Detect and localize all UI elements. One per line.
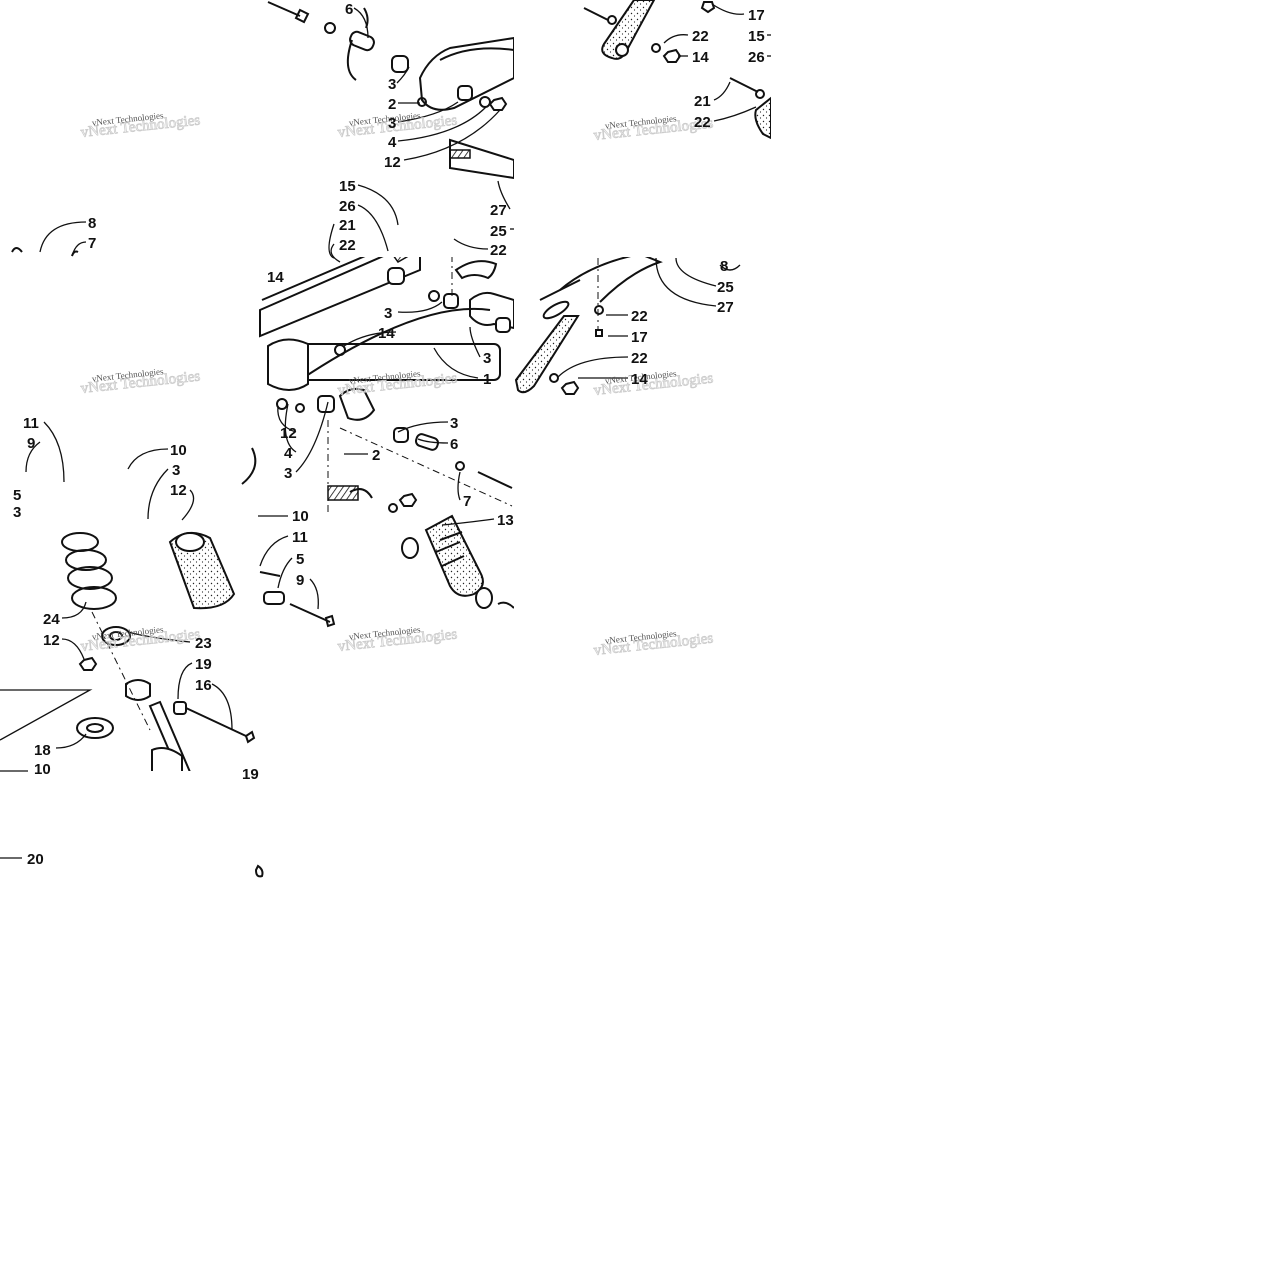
callout-c-1-a: 1 xyxy=(483,371,491,388)
callout-c-19-b: 19 xyxy=(242,766,259,783)
callout-c-8-b: 8 xyxy=(720,258,728,275)
callout-c-4-b: 4 xyxy=(284,445,293,462)
callout-c-2-a: 2 xyxy=(388,96,396,113)
callout-c-3-g: 3 xyxy=(172,462,180,479)
callout-c-10-c: 10 xyxy=(34,761,51,778)
callout-c-9-b: 9 xyxy=(296,572,304,589)
tile-top-right xyxy=(583,0,771,140)
callout-c-22-e: 22 xyxy=(631,308,648,325)
callout-c-12-a: 12 xyxy=(384,154,401,171)
leader-lines xyxy=(0,3,771,859)
tile-middle-center xyxy=(259,257,514,513)
callout-c-26-b: 26 xyxy=(339,198,356,215)
callout-c-3-h: 3 xyxy=(13,504,21,521)
tile-middle-left xyxy=(241,447,257,485)
callout-c-22-d: 22 xyxy=(490,242,507,259)
tile-top-left xyxy=(11,247,79,257)
callout-c-14-d: 14 xyxy=(631,371,648,388)
callout-c-15-b: 15 xyxy=(339,178,356,195)
callout-c-11-b: 11 xyxy=(292,529,308,546)
callout-c-3-d: 3 xyxy=(483,350,491,367)
callout-c-6-a: 6 xyxy=(345,1,353,18)
callout-c-10-a: 10 xyxy=(170,442,187,459)
callout-c-23-a: 23 xyxy=(195,635,212,652)
tile-bottom-left xyxy=(61,531,256,771)
callout-c-12-b: 12 xyxy=(280,425,297,442)
callout-c-13-a: 13 xyxy=(497,512,514,529)
callout-c-22-f: 22 xyxy=(631,350,648,367)
callout-c-19-a: 19 xyxy=(195,656,212,673)
callout-c-20-a: 20 xyxy=(27,851,44,868)
callout-c-22-c: 22 xyxy=(339,237,356,254)
callout-c-22-b: 22 xyxy=(694,114,711,131)
callout-c-6-b: 6 xyxy=(450,436,458,453)
callout-c-17-a: 17 xyxy=(748,7,765,24)
callout-c-25-b: 25 xyxy=(717,279,734,296)
callout-c-26-a: 26 xyxy=(748,49,765,66)
callout-c-4-a: 4 xyxy=(388,134,397,151)
callout-c-24-a: 24 xyxy=(43,611,60,628)
callout-c-11-a: 11 xyxy=(23,415,39,432)
callout-c-21-a: 21 xyxy=(694,93,711,110)
callout-c-21-b: 21 xyxy=(339,217,356,234)
callout-c-12-d: 12 xyxy=(43,632,60,649)
callout-c-25-a: 25 xyxy=(490,223,507,240)
callout-c-7-a: 7 xyxy=(88,235,96,252)
callout-c-14-c: 14 xyxy=(378,325,395,342)
callout-c-5-b: 5 xyxy=(296,551,304,568)
callout-c-17-b: 17 xyxy=(631,329,648,346)
callout-c-3-b: 3 xyxy=(388,115,396,132)
callout-c-15-a: 15 xyxy=(748,28,765,45)
callout-c-10-b: 10 xyxy=(292,508,309,525)
tile-middle-right xyxy=(514,257,663,395)
callout-c-7-b: 7 xyxy=(463,493,471,510)
callout-c-3-c: 3 xyxy=(384,305,392,322)
tile-bottom-center xyxy=(259,514,514,628)
callout-c-2-b: 2 xyxy=(372,447,380,464)
callout-c-18-a: 18 xyxy=(34,742,51,759)
callout-c-5-a: 5 xyxy=(13,487,21,504)
callout-c-16-a: 16 xyxy=(195,677,212,694)
callout-c-27-a: 27 xyxy=(490,202,507,219)
callout-c-12-c: 12 xyxy=(170,482,187,499)
callout-c-22-a: 22 xyxy=(692,28,709,45)
tile-top-center xyxy=(267,1,514,180)
callout-c-8-a: 8 xyxy=(88,215,96,232)
callout-c-14-a: 14 xyxy=(692,49,709,66)
callout-c-9-a: 9 xyxy=(27,435,35,452)
callout-c-27-b: 27 xyxy=(717,299,734,316)
callout-c-3-f: 3 xyxy=(450,415,458,432)
tile-bottom-center-left-edge xyxy=(254,864,264,878)
callout-c-3-a: 3 xyxy=(388,76,396,93)
callout-c-14-b: 14 xyxy=(267,269,284,286)
callout-numbers: 6323412172214152621228715262122142725223… xyxy=(13,1,765,868)
callout-c-3-e: 3 xyxy=(284,465,292,482)
